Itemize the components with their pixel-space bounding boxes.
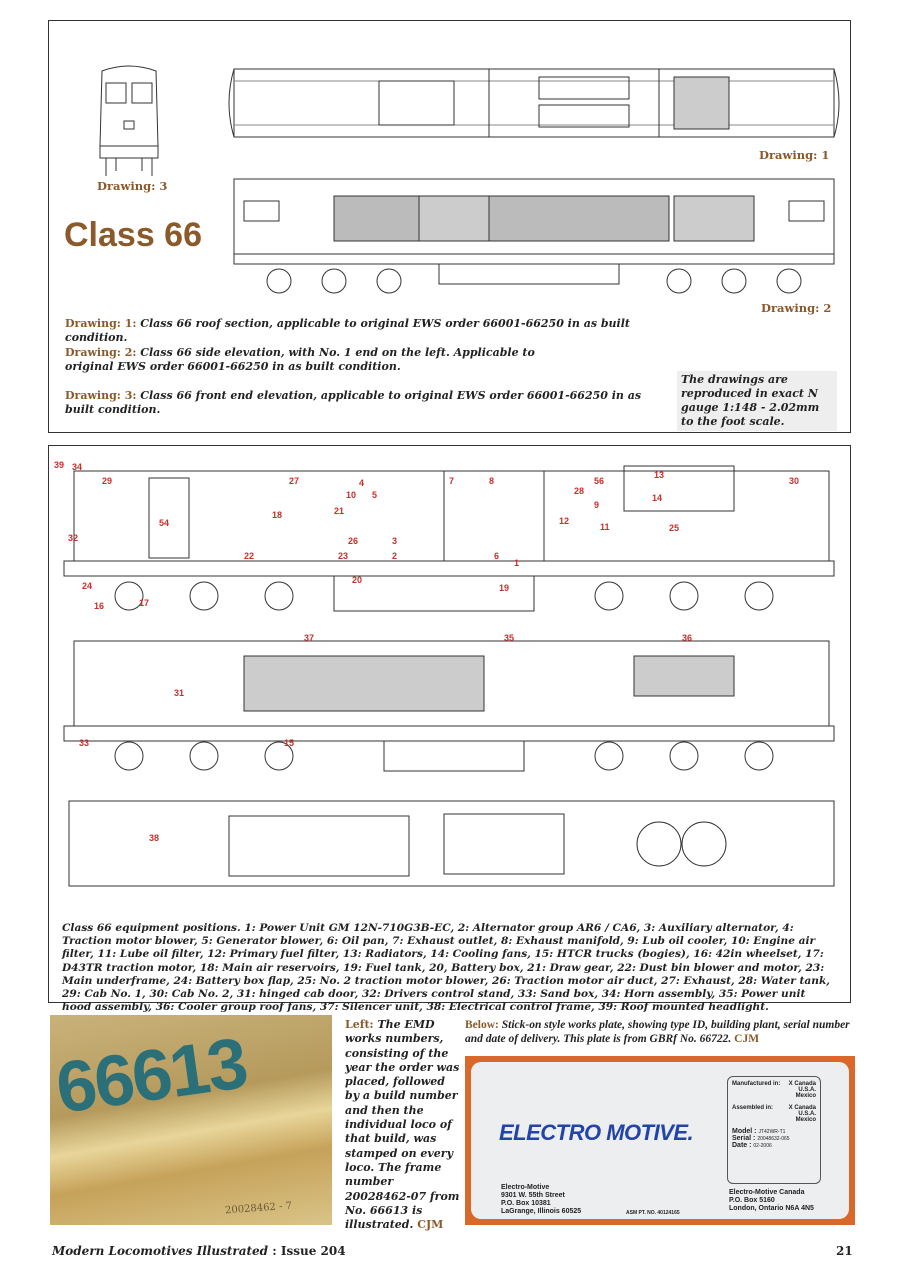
works-number-photo: 66613 20028462 - 7 xyxy=(50,1015,332,1225)
works-plate-photo: ELECTRO MOTIVE. Manufactured in:X Canada… xyxy=(465,1056,855,1225)
label-12: 12 xyxy=(559,516,569,526)
label-18: 18 xyxy=(272,510,282,520)
label-38: 38 xyxy=(149,833,159,843)
label-14: 14 xyxy=(652,493,662,503)
label-29: 29 xyxy=(102,476,112,486)
label-15: 15 xyxy=(284,738,294,748)
label-27: 27 xyxy=(289,476,299,486)
electro-motive-logo: ELECTRO MOTIVE. xyxy=(499,1120,694,1145)
label-21: 21 xyxy=(334,506,344,516)
label-23: 23 xyxy=(338,551,348,561)
label-4: 4 xyxy=(359,478,364,488)
drawing-3-label: Drawing: 3 xyxy=(97,179,168,193)
label-19: 19 xyxy=(499,583,509,593)
label-20: 20 xyxy=(352,575,362,585)
caption-drawing-2: Drawing: 2: Class 66 side elevation, wit… xyxy=(65,346,535,373)
label-32: 32 xyxy=(68,533,78,543)
label-5: 5 xyxy=(372,490,377,500)
label-35: 35 xyxy=(504,633,514,643)
label-2: 2 xyxy=(392,551,397,561)
equipment-number-labels: 39 34 29 54 32 22 24 16 17 27 18 21 10 4… xyxy=(54,460,799,843)
label-25: 25 xyxy=(669,523,679,533)
label-28: 28 xyxy=(574,486,584,496)
front-elevation-drawing xyxy=(99,65,159,176)
caption-drawing-1: Drawing: 1: Class 66 roof section, appli… xyxy=(65,317,630,344)
side-elevation-drawing xyxy=(233,178,835,294)
label-11: 11 xyxy=(600,522,610,532)
scale-note: The drawings are reproduced in exact N g… xyxy=(677,371,837,431)
label-33: 33 xyxy=(79,738,89,748)
roof-section-drawing xyxy=(228,68,840,138)
drawings-panel: Drawing: 1 Drawing: 3 Class 66 Drawing: … xyxy=(48,20,851,433)
page-number: 21 xyxy=(836,1244,853,1258)
plate-info-box: Manufactured in:X Canada U.S.A. Mexico A… xyxy=(727,1076,821,1184)
label-24: 24 xyxy=(82,581,92,591)
caption-drawing-3: Drawing: 3: Class 66 front end elevation… xyxy=(65,389,642,416)
page-title: Class 66 xyxy=(64,216,202,254)
label-26: 26 xyxy=(348,536,358,546)
drawing-1-label: Drawing: 1 xyxy=(759,148,830,162)
photo-frame-number: 20028462 - 7 xyxy=(224,1200,293,1217)
label-16: 16 xyxy=(94,601,104,611)
label-30: 30 xyxy=(789,476,799,486)
label-9: 9 xyxy=(594,500,599,510)
label-36: 36 xyxy=(682,633,692,643)
label-10: 10 xyxy=(346,490,356,500)
label-1: 1 xyxy=(514,558,519,568)
label-56: 56 xyxy=(594,476,604,486)
label-13: 13 xyxy=(654,470,664,480)
label-7: 7 xyxy=(449,476,454,486)
label-37: 37 xyxy=(304,633,314,643)
part-number: ASM PT. NO. 40124165 xyxy=(626,1210,680,1216)
label-54: 54 xyxy=(159,518,169,528)
label-31: 31 xyxy=(174,688,184,698)
drawing-2-label: Drawing: 2 xyxy=(761,301,832,315)
label-22: 22 xyxy=(244,551,254,561)
photo-loco-number: 66613 xyxy=(51,1023,251,1129)
left-photo-caption: Left: The EMD works numbers, consisting … xyxy=(345,1018,460,1232)
equipment-caption: Class 66 equipment positions. 1: Power U… xyxy=(62,922,830,1014)
label-34: 34 xyxy=(72,462,82,472)
label-17: 17 xyxy=(139,598,149,608)
footer-magazine: Modern Locomotives Illustrated : Issue 2… xyxy=(52,1244,346,1258)
plate-caption: Below: Stick-on style works plate, showi… xyxy=(465,1019,850,1045)
equipment-panel: 39 34 29 54 32 22 24 16 17 27 18 21 10 4… xyxy=(48,445,851,1013)
equipment-diagrams: 39 34 29 54 32 22 24 16 17 27 18 21 10 4… xyxy=(54,460,835,887)
label-3: 3 xyxy=(392,536,397,546)
label-6: 6 xyxy=(494,551,499,561)
label-39: 39 xyxy=(54,460,64,470)
label-8: 8 xyxy=(489,476,494,486)
